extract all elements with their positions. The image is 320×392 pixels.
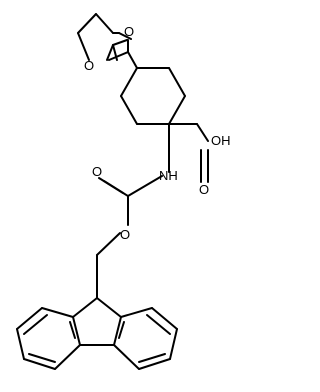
right-benzene-ring <box>113 307 178 370</box>
carboxylic-acid-bonds <box>200 149 209 183</box>
cyclohexane-ring <box>108 39 186 125</box>
carbamate-bonds <box>96 175 163 299</box>
bond <box>120 95 138 125</box>
bond <box>120 67 138 97</box>
bond <box>120 307 153 318</box>
bond <box>72 316 81 346</box>
bond <box>112 39 128 46</box>
bond <box>168 95 186 125</box>
bond <box>54 344 81 370</box>
bond <box>96 232 121 256</box>
bond <box>72 297 98 318</box>
bond <box>127 175 163 197</box>
bond <box>169 328 178 360</box>
fluorene-five-membered-ring <box>72 297 122 346</box>
atom-label-o-carbonyl-acid: O <box>199 182 209 197</box>
bond <box>168 67 186 97</box>
bond <box>77 13 97 34</box>
bond <box>23 314 48 335</box>
left-benzene-ring <box>16 307 81 370</box>
bond <box>118 321 125 339</box>
bond <box>146 314 171 335</box>
bond <box>69 321 76 339</box>
bond <box>113 344 140 370</box>
bond <box>23 358 56 370</box>
bond <box>77 32 90 61</box>
bond <box>196 123 209 142</box>
bond <box>96 297 122 318</box>
bond <box>98 177 124 194</box>
bond <box>118 32 132 40</box>
atom-label-nh: NH <box>159 168 178 183</box>
bond <box>127 51 138 69</box>
bond <box>108 51 129 61</box>
atom-label-o-ketal-top: O <box>124 24 134 39</box>
bond <box>151 307 178 330</box>
bond <box>138 358 171 370</box>
bond <box>106 44 114 61</box>
structure-canvas: O O OH O NH O O <box>16 13 231 370</box>
atom-label-o-ketal-left: O <box>84 58 94 73</box>
atom-label-o-ester: O <box>120 227 130 242</box>
chemical-structure: O O OH O NH O O <box>16 13 231 370</box>
bond <box>41 307 74 318</box>
atom-labels: O O OH O NH O O <box>84 24 231 242</box>
bond <box>16 328 25 360</box>
dioxolane-ring <box>77 13 132 61</box>
bond <box>16 307 43 330</box>
bond <box>138 353 166 363</box>
bond <box>95 13 114 34</box>
atom-label-o-carbonyl-carbamate: O <box>92 164 102 179</box>
atom-label-oh: OH <box>211 133 231 148</box>
bond <box>28 353 56 363</box>
bond <box>113 316 122 346</box>
quaternary-center-bonds <box>168 123 209 173</box>
